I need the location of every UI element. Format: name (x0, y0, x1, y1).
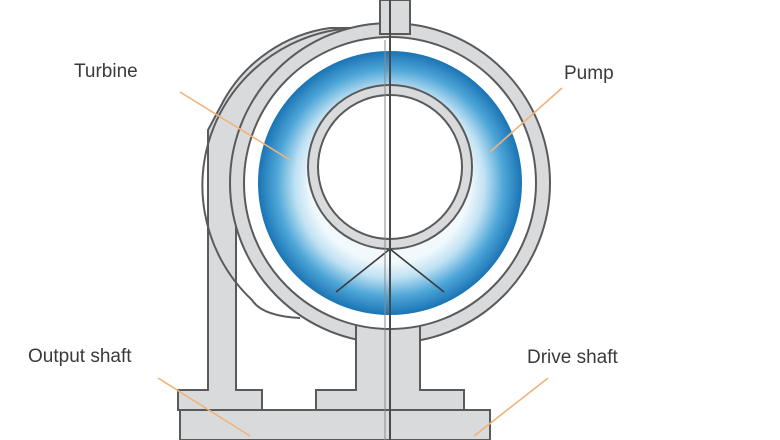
output-shaft-leader-line (157, 377, 251, 437)
output-shaft-label: Output shaft (28, 346, 132, 367)
turbine-label: Turbine (74, 61, 138, 82)
input-stub (379, 0, 411, 35)
drive-shaft (389, 409, 491, 440)
drive-shaft-leader-line (473, 377, 549, 437)
stator-blade-left (335, 248, 391, 293)
pump-label: Pump (564, 63, 614, 84)
turbine-leader-line (179, 91, 291, 161)
stator-blade-right (389, 248, 445, 293)
pump-leader-line (489, 87, 563, 153)
output-shaft (179, 409, 391, 440)
turbine-shell-line (201, 26, 391, 319)
drive-shaft-label: Drive shaft (527, 347, 618, 368)
